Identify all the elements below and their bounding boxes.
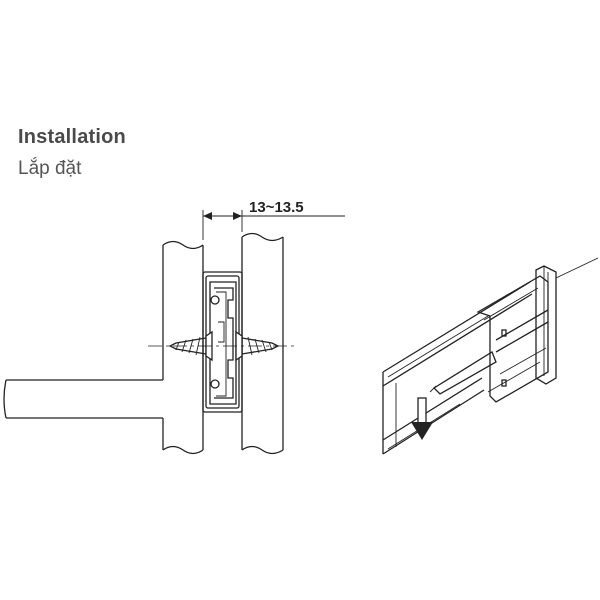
cabinet-side-panel-bottom-break xyxy=(241,445,284,455)
dimension-marker: 13~13.5 xyxy=(202,199,345,240)
drawer-side-panel xyxy=(162,245,204,450)
press-down-arrow-icon xyxy=(411,397,433,440)
rail-outer-member xyxy=(382,281,533,455)
rail-outer-member-groove xyxy=(387,315,489,450)
drawer-side-panel-bottom-break xyxy=(162,445,204,455)
drawer-bottom-board xyxy=(3,379,163,419)
rail-end-bracket xyxy=(535,265,557,385)
rail-inner-member xyxy=(476,275,549,403)
rail-perspective-view xyxy=(382,257,599,455)
release-lever xyxy=(432,351,497,395)
installation-subtitle: Lắp đặt xyxy=(18,158,82,179)
cabinet-side-panel-top-break xyxy=(241,232,284,242)
dimension-label: 13~13.5 xyxy=(249,199,304,216)
installation-title: Installation xyxy=(18,126,126,148)
drawer-side-panel-top-break xyxy=(162,240,204,250)
cabinet-side-panel xyxy=(241,237,284,450)
cross-section-view: 13~13.5 xyxy=(3,199,345,455)
rail-axis-line xyxy=(555,257,599,279)
